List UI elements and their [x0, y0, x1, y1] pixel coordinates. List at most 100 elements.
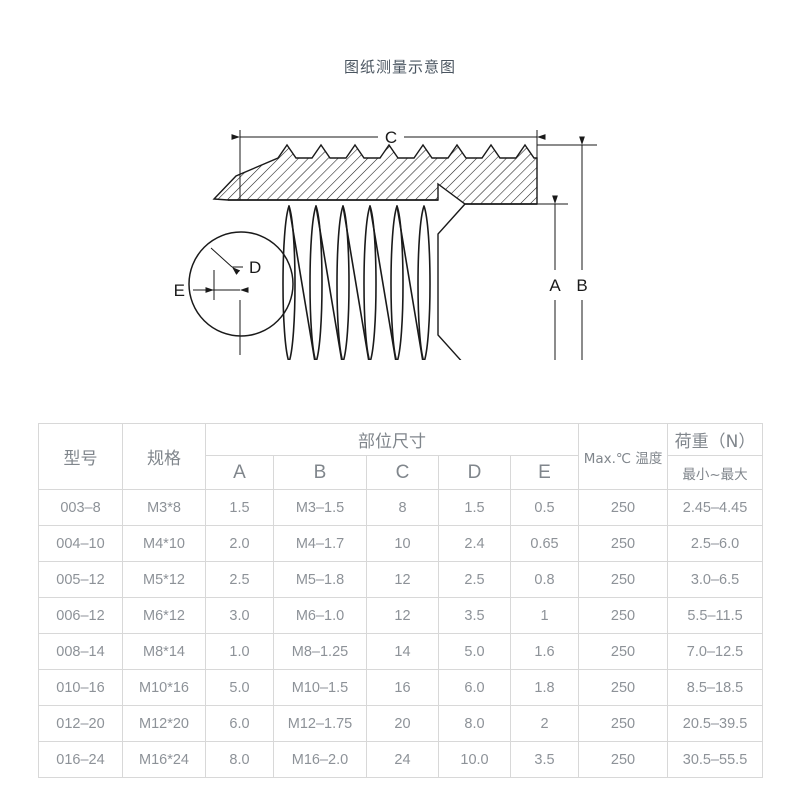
cell-c: 8	[366, 489, 439, 526]
cell-d: 10.0	[438, 741, 511, 778]
cell-c: 20	[366, 705, 439, 742]
cell-c: 16	[366, 669, 439, 706]
dimension-e: E	[174, 270, 249, 355]
cell-model: 012–20	[38, 705, 123, 742]
cell-temp: 250	[578, 525, 669, 562]
spec-table-container: 型号 规格 部位尺寸 Max.℃ 温度 荷重（N） A B C D E 最小~最…	[38, 423, 764, 778]
header-dim-c: C	[366, 455, 439, 490]
cell-e: 0.5	[509, 489, 580, 526]
cell-b: M8–1.25	[273, 633, 367, 670]
cell-a: 3.0	[205, 597, 274, 634]
cell-e: 0.8	[509, 561, 580, 598]
cell-b: M16–2.0	[273, 741, 367, 778]
cell-temp: 250	[578, 705, 669, 742]
technical-drawing: C B A	[0, 100, 800, 360]
cell-a: 5.0	[205, 669, 274, 706]
cell-d: 3.5	[438, 597, 511, 634]
header-load-group: 荷重（N）	[667, 423, 764, 456]
upper-body-hatched	[212, 143, 538, 205]
cell-e: 1.8	[509, 669, 580, 706]
cell-model: 006–12	[38, 597, 123, 634]
cell-load: 2.45–4.45	[667, 489, 764, 526]
header-spec: 规格	[122, 423, 206, 490]
dimension-c: C	[231, 128, 546, 200]
dimension-b: B	[537, 136, 597, 360]
header-dimensions-group: 部位尺寸	[204, 423, 580, 456]
cell-e: 1	[509, 597, 580, 634]
cell-a: 8.0	[205, 741, 274, 778]
cell-model: 008–14	[38, 633, 123, 670]
cell-c: 24	[366, 741, 439, 778]
cell-spec: M16*24	[122, 741, 206, 778]
cell-b: M6–1.0	[273, 597, 367, 634]
cell-e: 2	[509, 705, 580, 742]
cell-a: 2.5	[205, 561, 274, 598]
cell-e: 3.5	[509, 741, 580, 778]
cell-model: 016–24	[38, 741, 123, 778]
cell-model: 010–16	[38, 669, 123, 706]
socket-cavity	[437, 203, 537, 360]
dimension-label-e: E	[174, 281, 185, 300]
cell-d: 6.0	[438, 669, 511, 706]
cell-c: 12	[366, 597, 439, 634]
cell-load: 8.5–18.5	[667, 669, 764, 706]
ball	[188, 231, 294, 337]
cell-e: 1.6	[509, 633, 580, 670]
cell-c: 14	[366, 633, 439, 670]
table-header-row-1: 型号 规格 部位尺寸 Max.℃ 温度 荷重（N）	[38, 423, 764, 490]
cell-load: 2.5–6.0	[667, 525, 764, 562]
cell-load: 3.0–6.5	[667, 561, 764, 598]
cell-b: M4–1.7	[273, 525, 367, 562]
cell-b: M5–1.8	[273, 561, 367, 598]
cell-spec: M6*12	[122, 597, 206, 634]
cell-temp: 250	[578, 561, 669, 598]
cell-d: 5.0	[438, 633, 511, 670]
cell-c: 10	[366, 525, 439, 562]
cell-a: 2.0	[205, 525, 274, 562]
header-dim-b: B	[273, 455, 367, 490]
cell-b: M3–1.5	[273, 489, 367, 526]
cell-d: 8.0	[438, 705, 511, 742]
header-dim-d: D	[438, 455, 511, 490]
cell-load: 7.0–12.5	[667, 633, 764, 670]
cell-spec: M12*20	[122, 705, 206, 742]
cell-model: 005–12	[38, 561, 123, 598]
header-model: 型号	[38, 423, 123, 490]
header-dim-a: A	[205, 455, 274, 490]
header-temperature: Max.℃ 温度	[578, 423, 669, 490]
dimension-label-a: A	[549, 276, 561, 295]
header-load-range: 最小~最大	[667, 455, 764, 490]
page-title: 图纸测量示意图	[343, 58, 456, 76]
plunger-body	[188, 143, 538, 360]
cell-temp: 250	[578, 633, 669, 670]
cell-spec: M3*8	[122, 489, 206, 526]
header-dim-e: E	[509, 455, 580, 490]
cell-b: M10–1.5	[273, 669, 367, 706]
dimension-label-b: B	[576, 276, 587, 295]
cell-model: 003–8	[38, 489, 123, 526]
cell-e: 0.65	[509, 525, 580, 562]
dimension-a: A	[537, 195, 568, 360]
spring	[282, 205, 431, 360]
cell-temp: 250	[578, 489, 669, 526]
dimension-label-d: D	[249, 258, 261, 277]
cell-spec: M5*12	[122, 561, 206, 598]
cell-d: 2.5	[438, 561, 511, 598]
cell-d: 1.5	[438, 489, 511, 526]
cell-temp: 250	[578, 597, 669, 634]
dimension-d: D	[210, 247, 261, 277]
cell-spec: M8*14	[122, 633, 206, 670]
cell-d: 2.4	[438, 525, 511, 562]
cell-b: M12–1.75	[273, 705, 367, 742]
cell-a: 1.0	[205, 633, 274, 670]
